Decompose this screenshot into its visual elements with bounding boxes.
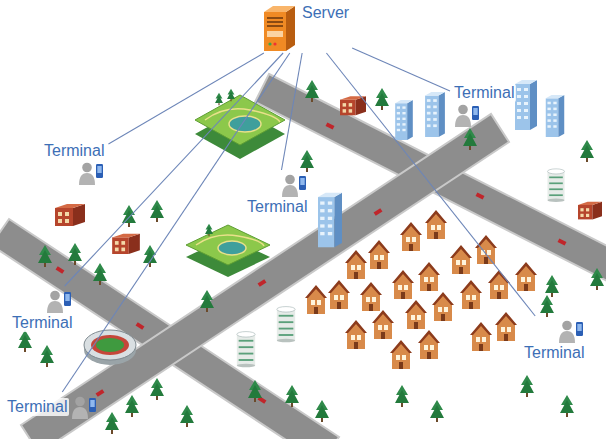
node-label: Terminal [522,344,586,362]
node-label: Terminal [42,142,106,160]
terminal-icon [454,103,480,127]
terminal-icon [558,319,584,343]
terminal-node: Terminal [5,394,99,420]
server-node: Server [262,4,351,52]
terminal-node: Terminal [42,142,106,186]
node-label: Terminal [245,198,309,216]
terminal-icon [71,395,97,419]
terminal-node: Terminal [522,318,586,362]
network-link [281,53,302,170]
network-link [352,48,450,91]
network-link [326,53,535,316]
server-icon [262,4,296,52]
road [21,114,509,439]
node-label: Server [300,4,351,22]
terminal-node: Terminal [245,172,309,216]
node-label: Terminal [452,84,516,102]
park [186,224,270,277]
terminal-icon [78,161,104,185]
cars [56,122,567,403]
terminal-node: Terminal [452,84,516,128]
terminal-icon [281,173,307,197]
buildings [55,80,602,367]
network-link [62,53,289,392]
node-label: Terminal [10,314,74,332]
terminal-node: Terminal [10,288,74,332]
roads [0,74,606,439]
network-link [65,53,283,286]
houses [305,210,537,369]
node-label: Terminal [5,398,69,416]
trees [18,80,604,434]
terminal-icon [46,289,72,313]
